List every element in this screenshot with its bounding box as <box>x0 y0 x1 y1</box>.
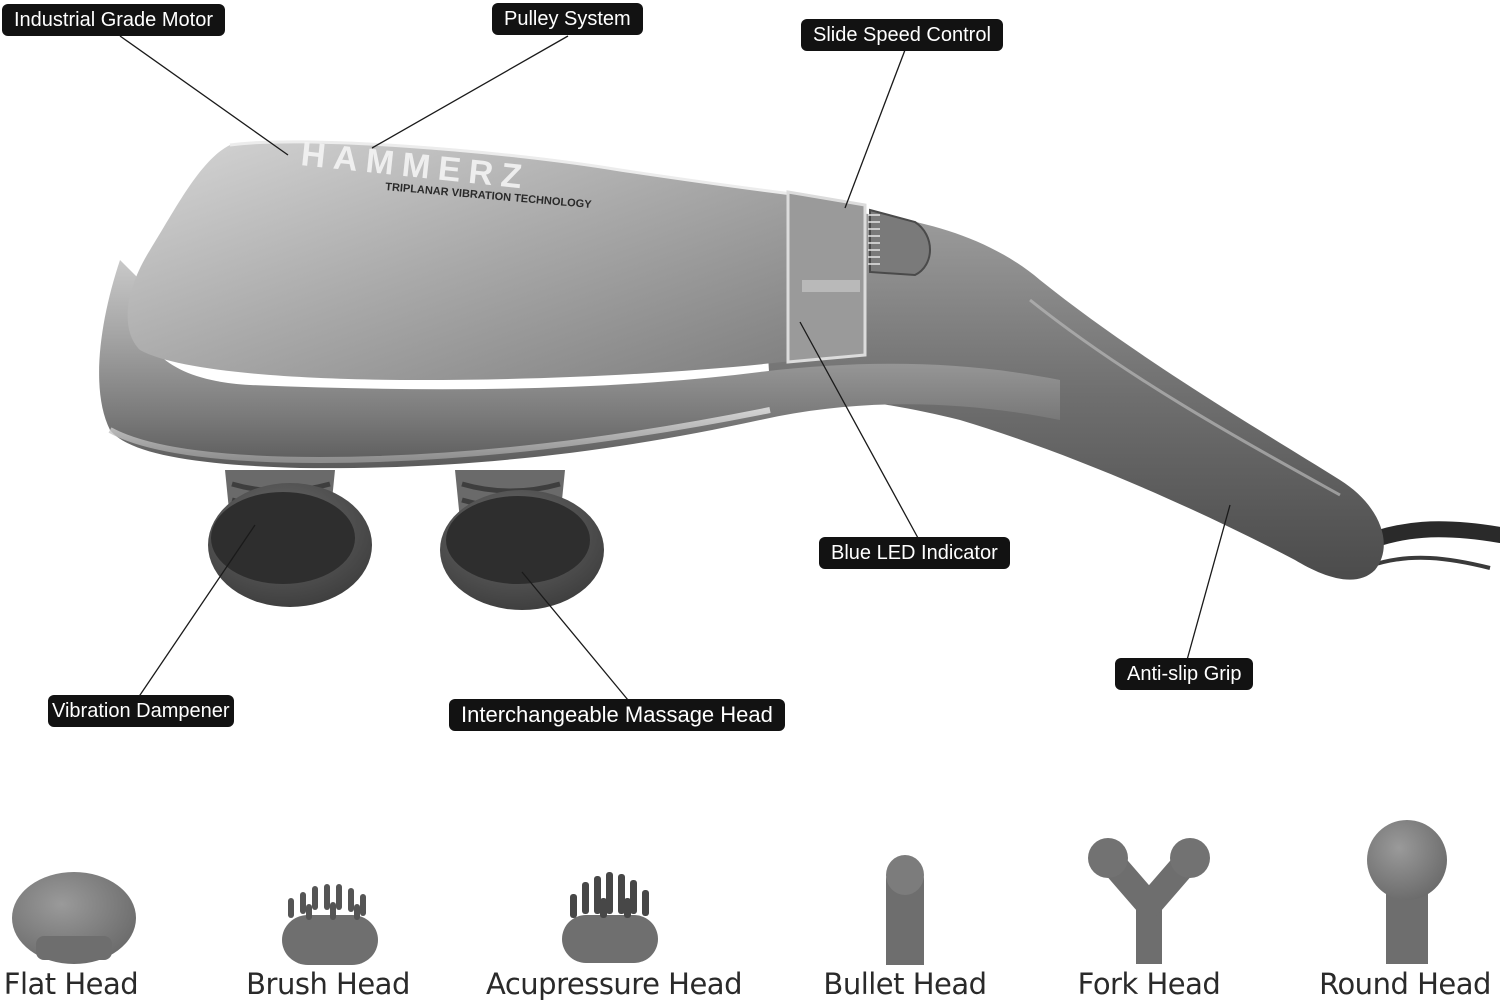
handle <box>760 209 1384 580</box>
callout-vibration-dampener: Vibration Dampener <box>48 695 234 727</box>
callout-interchangeable-massage-head: Interchangeable Massage Head <box>449 699 785 731</box>
slide-speed-button <box>869 208 931 277</box>
massage-head-right <box>440 470 604 610</box>
label-bullet-head: Bullet Head <box>823 967 987 1001</box>
massage-head-left <box>208 470 372 607</box>
speed-dial-ridges <box>868 214 880 265</box>
chassis <box>99 260 1061 469</box>
brush-head-icon <box>282 884 378 965</box>
label-acupressure-head: Acupressure Head <box>486 967 742 1001</box>
flat-head-icon <box>12 872 136 964</box>
callout-industrial-grade-motor: Industrial Grade Motor <box>2 4 225 36</box>
label-flat-head: Flat Head <box>3 967 139 1001</box>
label-brush-head: Brush Head <box>246 967 410 1001</box>
callout-pulley-system: Pulley System <box>492 3 643 35</box>
speed-control-collar <box>786 190 867 364</box>
fork-head-icon <box>1088 838 1210 964</box>
motor-housing <box>127 141 800 380</box>
callout-blue-led-indicator: Blue LED Indicator <box>819 537 1010 569</box>
acupressure-head-icon <box>562 872 658 963</box>
bullet-head-icon <box>886 855 924 965</box>
round-head-icon <box>1367 820 1447 964</box>
leader-lines <box>119 35 1231 701</box>
callout-slide-speed-control: Slide Speed Control <box>801 19 1003 51</box>
label-round-head: Round Head <box>1319 967 1491 1001</box>
label-fork-head: Fork Head <box>1077 967 1221 1001</box>
led-strip <box>802 280 860 292</box>
callout-anti-slip-grip: Anti-slip Grip <box>1115 658 1254 690</box>
